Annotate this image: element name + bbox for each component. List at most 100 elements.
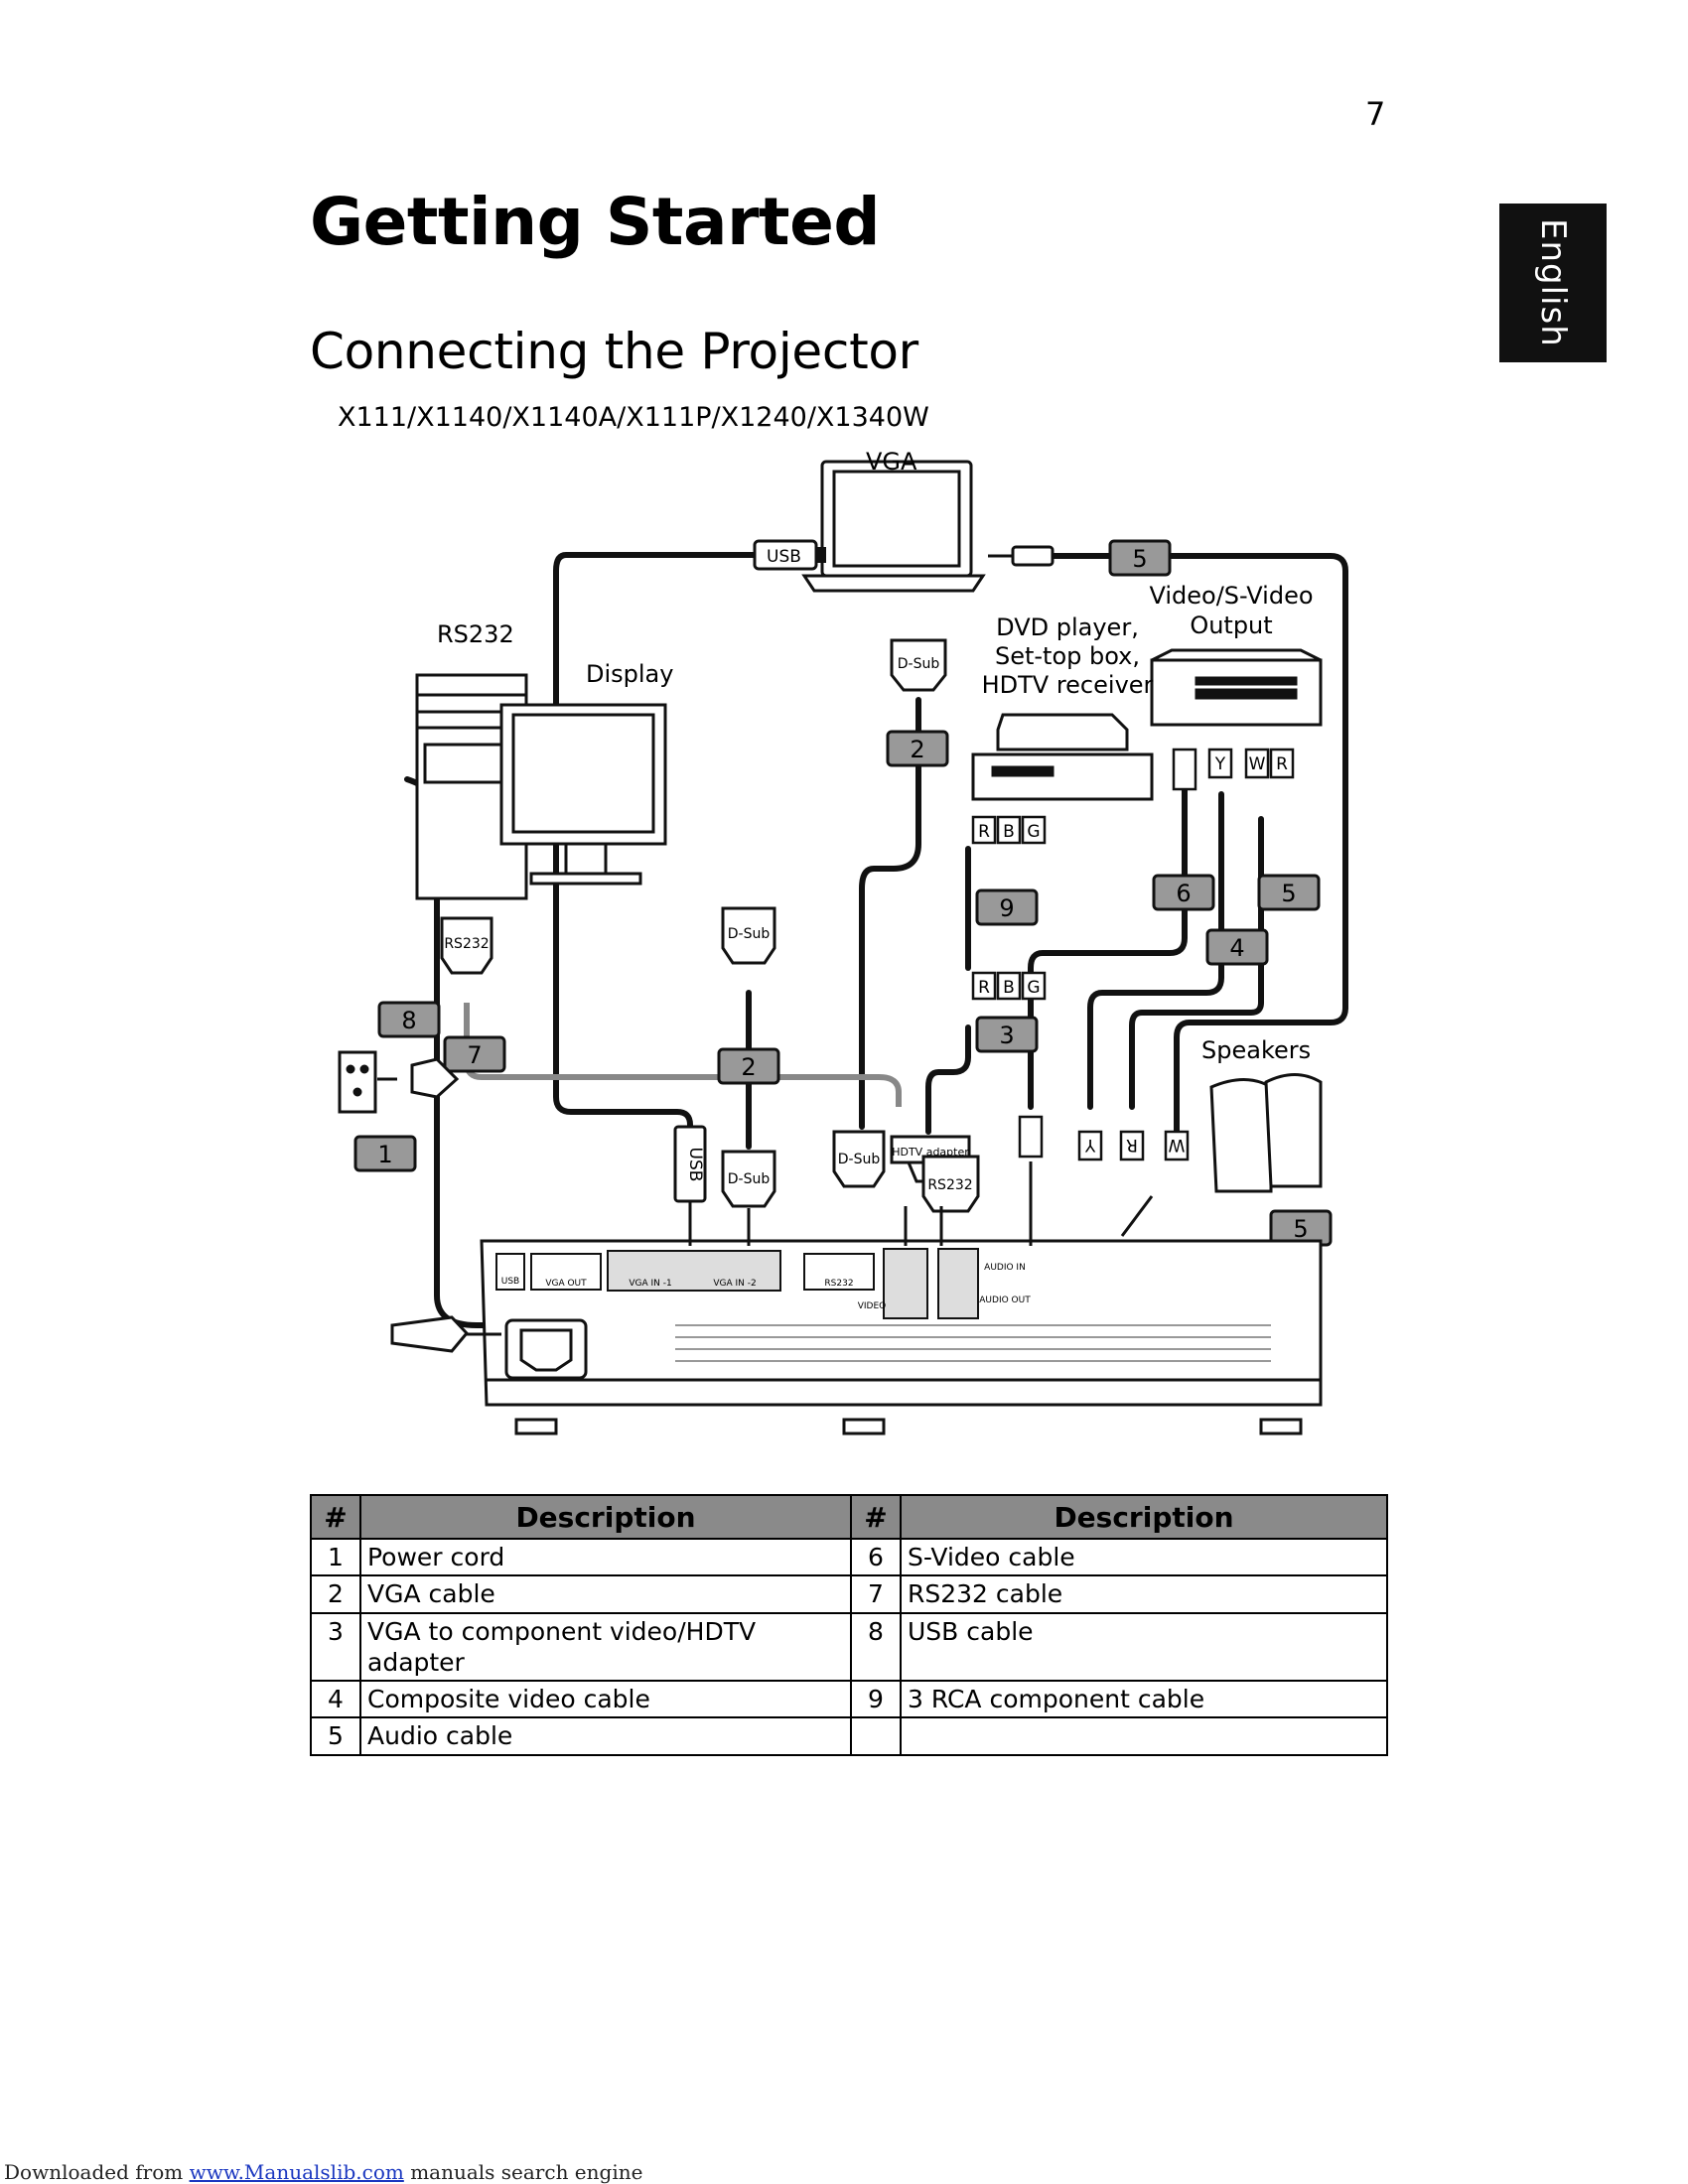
dsub-connector-top: D-Sub (890, 638, 947, 692)
rs232-label: RS232 (437, 620, 514, 648)
table-cell-desc: RS232 cable (900, 1574, 1388, 1614)
table-cell-num: 3 (310, 1611, 361, 1682)
hdtv-label: HDTV receiver (982, 671, 1154, 699)
table-cell-desc: VGA to component video/HDTV adapter (359, 1611, 852, 1682)
badge-2-mid-label: 2 (741, 1053, 756, 1081)
video-output-label-2: Output (1190, 612, 1272, 639)
dvd-label: DVD player, (996, 614, 1139, 641)
badge-4: 4 (1205, 928, 1269, 966)
badge-1-label: 1 (377, 1141, 392, 1168)
usb-top-label: USB (767, 547, 801, 567)
rca-r-low-right: R (1126, 1135, 1138, 1155)
rca-plugs-lower: R B G (971, 971, 1047, 1001)
rca-y-low: Y (1084, 1135, 1096, 1155)
rca-y-top: Y (1214, 754, 1226, 774)
badge-6-label: 6 (1176, 880, 1191, 907)
vga-cable-top (859, 697, 921, 1130)
port-panel: USB VGA OUT VGA IN -1 VGA IN -2 RS232 VI… (495, 1248, 1031, 1319)
badge-5-top-label: 5 (1132, 545, 1147, 573)
audio-plug-top (988, 545, 1055, 567)
composite-cable (1087, 791, 1224, 1110)
rca-b-low: B (1003, 978, 1015, 998)
connection-arrows (467, 1161, 1154, 1336)
rca-w-low: W (1168, 1135, 1185, 1155)
rs232-low-label: RS232 (927, 1177, 972, 1193)
rca-r-top-right: R (1276, 754, 1288, 774)
footer-prefix: Downloaded from (4, 2160, 184, 2184)
table-cell-num: 1 (310, 1537, 361, 1577)
dsub-connector-mid: D-Sub (721, 906, 776, 965)
table-cell-desc: Audio cable (359, 1716, 852, 1756)
display-label: Display (586, 660, 673, 688)
table-cell-num (850, 1716, 902, 1756)
badge-5-top: 5 (1108, 539, 1172, 577)
table-row: 1 Power cord 6 S-Video cable (310, 1537, 1388, 1577)
power-inlet-icon (504, 1318, 588, 1380)
av-plugs-top: Y W R (1172, 748, 1295, 791)
footer: Downloaded from www.Manualslib.com manua… (4, 2160, 642, 2184)
table-cell-num: 4 (310, 1679, 361, 1719)
model-list: X111/X1140/X1140A/X111P/X1240/X1340W (338, 402, 929, 433)
badge-9: 9 (975, 888, 1039, 926)
table-cell-num: 5 (310, 1716, 361, 1756)
table-cell-desc: S-Video cable (900, 1537, 1388, 1577)
display-icon (499, 703, 667, 886)
port-audio-out-label: AUDIO OUT (979, 1296, 1031, 1305)
port-usb-label: USB (501, 1277, 519, 1287)
table-header-row: # Description # Description (310, 1494, 1388, 1540)
table-cell-num: 2 (310, 1574, 361, 1614)
av-plugs-low: Y R W (1018, 1115, 1190, 1161)
badge-2-top-label: 2 (910, 736, 924, 763)
dsub-connector-low: D-Sub (721, 1150, 776, 1208)
port-rs232-label: RS232 (824, 1279, 853, 1289)
svideo-cable (1028, 786, 1188, 1110)
speakers-icon (1209, 1073, 1323, 1193)
projector-vents (675, 1324, 1271, 1362)
manualslib-link[interactable]: www.Manualslib.com (189, 2160, 404, 2184)
laptop-icon (801, 460, 986, 593)
badge-4-label: 4 (1229, 934, 1244, 962)
usb-connector-low: USB (673, 1125, 707, 1203)
table-row: 3 VGA to component video/HDTV adapter 8 … (310, 1611, 1388, 1682)
settop-label: Set-top box, (995, 642, 1140, 670)
cable-table: # Description # Description 1 Power cord… (310, 1494, 1388, 1756)
badge-2-top: 2 (886, 730, 949, 767)
settop-box-icon (971, 713, 1154, 801)
badge-9-label: 9 (999, 894, 1014, 922)
badge-2-mid: 2 (717, 1047, 780, 1085)
audio-cable-mid (1129, 816, 1264, 1110)
table-row: 2 VGA cable 7 RS232 cable (310, 1574, 1388, 1614)
hdtv-cable (925, 1024, 971, 1135)
port-video-label: VIDEO (858, 1301, 887, 1311)
table-cell-desc: Composite video cable (359, 1679, 852, 1719)
badge-1: 1 (353, 1135, 417, 1172)
table-cell-desc (900, 1716, 1388, 1756)
usb-connector-top: USB (753, 539, 826, 571)
dsub-mid-label: D-Sub (728, 926, 771, 942)
table-cell-desc: Power cord (359, 1537, 852, 1577)
vga-label: VGA (866, 452, 917, 476)
badge-8-label: 8 (401, 1007, 416, 1034)
rca-r-low: R (978, 978, 990, 998)
badge-6: 6 (1152, 874, 1215, 911)
power-plug-icon (377, 1057, 460, 1099)
badge-5-low: 5 (1269, 1209, 1333, 1247)
dvd-player-icon (1150, 648, 1323, 727)
rs232-mid-label: RS232 (444, 936, 489, 952)
rca-g-top: G (1027, 822, 1040, 842)
port-vga-out-label: VGA OUT (545, 1279, 587, 1289)
connection-diagram: VGA USB 5 Video/S-Video Output DVD playe… (338, 452, 1348, 1435)
rs232-connector-mid: RS232 (440, 916, 493, 975)
audio-cable-top (1050, 553, 1348, 1155)
rs232-cable (464, 1003, 902, 1107)
table-header-desc-1: Description (359, 1494, 852, 1540)
page-number: 7 (1365, 95, 1386, 133)
footer-suffix: manuals search engine (410, 2160, 643, 2184)
port-vga-in1-label: VGA IN -1 (629, 1279, 671, 1289)
badge-3-label: 3 (999, 1022, 1014, 1049)
rca-r-top: R (978, 822, 990, 842)
usb-vertical-label: USB (685, 1148, 705, 1182)
rca-b-top: B (1003, 822, 1015, 842)
table-cell-desc: USB cable (900, 1611, 1388, 1682)
badge-7: 7 (443, 1035, 506, 1073)
